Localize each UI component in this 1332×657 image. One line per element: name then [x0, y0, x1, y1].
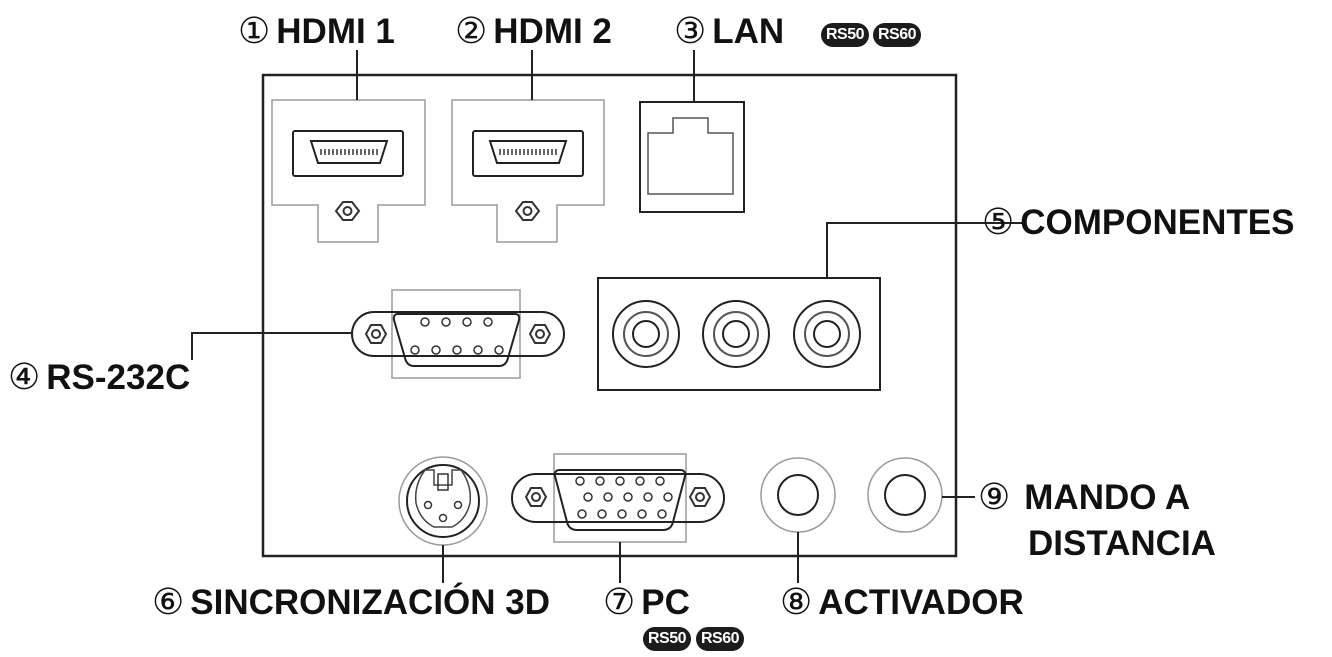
- badge-pc-rs50: RS50: [643, 627, 692, 651]
- hdmi1-port: [271, 99, 426, 243]
- mando-port: [867, 457, 943, 533]
- number-6-icon: ⑥: [152, 582, 185, 623]
- number-5-icon: ⑤: [982, 202, 1015, 243]
- number-2-icon: ②: [455, 11, 488, 52]
- rear-panel: [261, 73, 958, 558]
- activador-port: [760, 457, 836, 533]
- leader-lines: [191, 50, 1023, 583]
- label-lan-text: LAN: [712, 12, 785, 51]
- label-componentes-text: COMPONENTES: [1020, 203, 1295, 242]
- badge-lan-rs60: RS60: [873, 23, 922, 47]
- label-hdmi2-text: HDMI 2: [493, 12, 612, 51]
- lan-port: [639, 101, 745, 213]
- label-mando-line2: DISTANCIA: [1028, 524, 1216, 563]
- label-hdmi1-text: HDMI 1: [276, 12, 395, 51]
- rs232c-port: [351, 289, 565, 379]
- label-rs232c-text: RS-232C: [46, 358, 191, 397]
- label-sync3d-text: SINCRONIZACIÓN 3D: [190, 583, 551, 622]
- label-mando: ⑨ MANDO A: [978, 480, 1190, 516]
- componentes-ports: [597, 277, 881, 391]
- number-8-icon: ⑧: [780, 582, 813, 623]
- number-3-icon: ③: [674, 11, 707, 52]
- badge-lan-rs50: RS50: [821, 23, 870, 47]
- number-1-icon: ①: [238, 11, 271, 52]
- number-4-icon: ④: [8, 357, 41, 398]
- number-7-icon: ⑦: [603, 582, 636, 623]
- label-activador-text: ACTIVADOR: [818, 583, 1024, 622]
- hdmi2-port: [451, 99, 605, 243]
- badge-pc-rs60: RS60: [696, 627, 745, 651]
- number-9-icon: ⑨: [978, 477, 1011, 518]
- label-pc-text: PC: [641, 583, 690, 622]
- pc-port: [511, 453, 725, 543]
- sync3d-port: [398, 456, 488, 546]
- label-mando-text: MANDO A: [1024, 478, 1191, 517]
